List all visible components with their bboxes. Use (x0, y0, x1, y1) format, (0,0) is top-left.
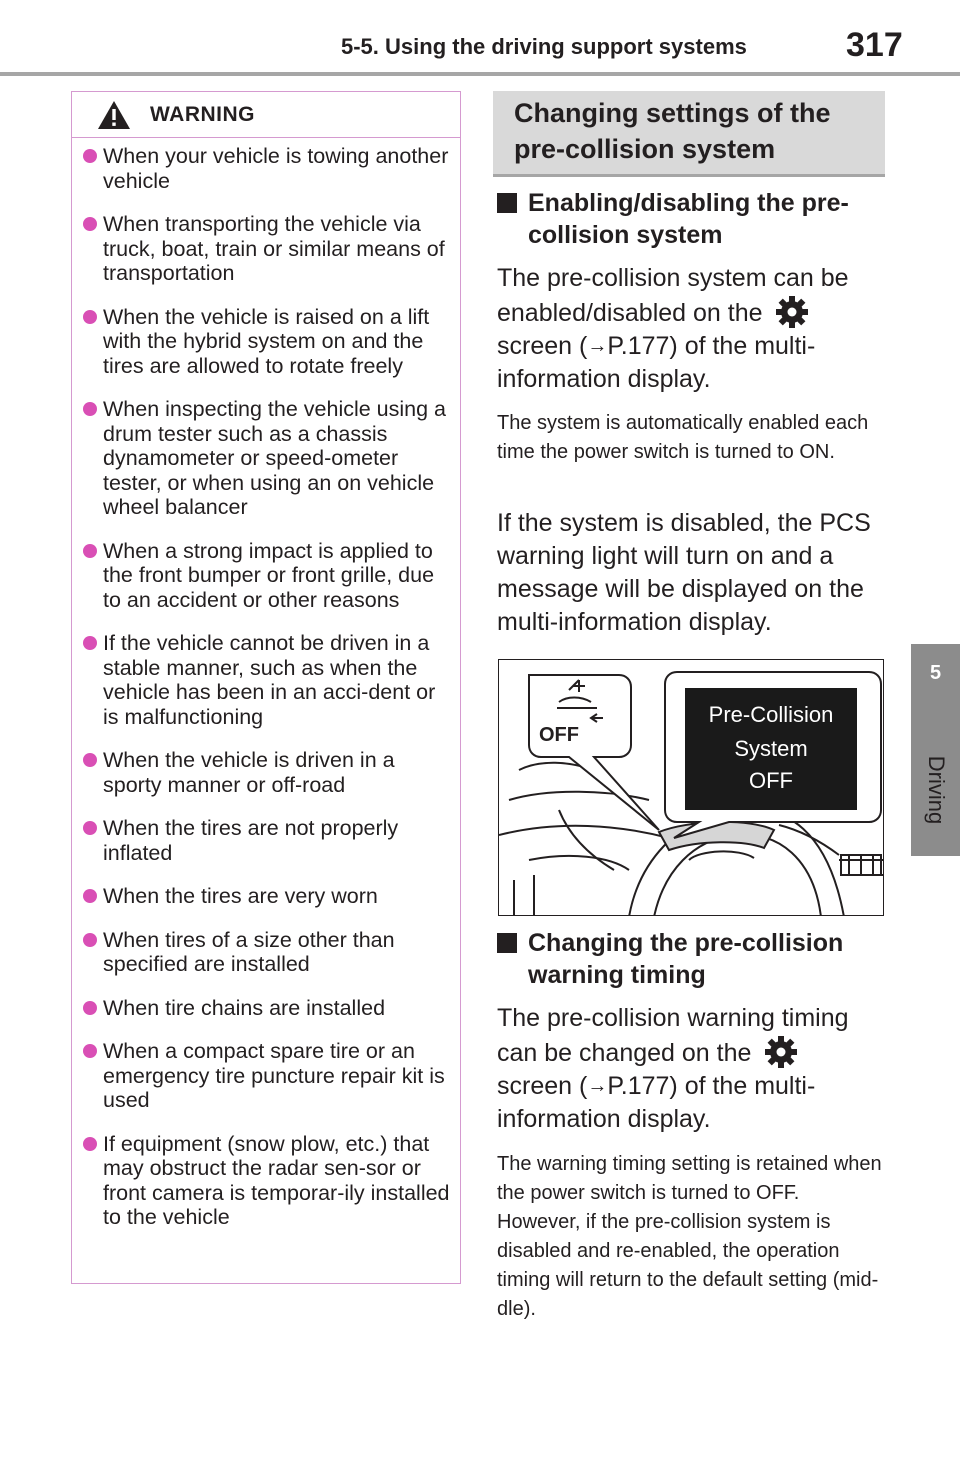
bullet-icon (83, 309, 97, 324)
warning-box: WARNING When your vehicle is towing anot… (71, 91, 461, 1284)
note-warning-timing: The warning timing setting is retained w… (497, 1153, 882, 1320)
bullet-icon (83, 1000, 97, 1015)
square-bullet-icon (497, 193, 517, 213)
warning-list: When your vehicle is towing another vehi… (72, 144, 460, 1249)
warning-header: WARNING (72, 92, 460, 138)
subheading-text: Changing the pre-collision warning timin… (528, 929, 844, 989)
chapter-label-text: Driving (924, 755, 949, 825)
warning-item-text: If the vehicle cannot be driven in a sta… (103, 631, 436, 729)
chapter-label: Driving (916, 745, 956, 835)
gear-icon (765, 1036, 798, 1068)
warning-item: When tire chains are installed (72, 996, 460, 1021)
page-reference: P.177) of the multi-information display. (497, 1072, 816, 1133)
subheading-warning-timing: Changing the pre-collision warning timin… (497, 927, 877, 991)
warning-item-text: If equipment (snow plow, etc.) that may … (103, 1131, 450, 1230)
warning-item: When the vehicle is raised on a lift wit… (72, 305, 460, 379)
warning-item: If equipment (snow plow, etc.) that may … (72, 1132, 460, 1230)
display-line-2: System (734, 736, 808, 761)
warning-item: When a compact spare tire or an emergenc… (72, 1039, 460, 1113)
page-reference: P.177) of the multi-information display. (497, 332, 816, 393)
warning-item-text: When a strong impact is applied to the f… (103, 538, 435, 612)
warning-triangle-icon (98, 101, 130, 129)
bullet-icon (83, 543, 97, 558)
warning-item-text: When tires of a size other than specifie… (103, 927, 395, 977)
chapter-tab: 5 (911, 644, 960, 856)
bullet-icon (83, 1136, 97, 1151)
bullet-icon (83, 753, 97, 767)
paragraph-disabled-state: If the system is disabled, the PCS warni… (497, 509, 871, 636)
warning-item-text: When inspecting the vehicle using a drum… (103, 397, 447, 519)
chapter-number: 5 (929, 662, 942, 684)
display-line-3: OFF (749, 768, 793, 793)
arrow-right-icon: → (587, 1075, 608, 1097)
warning-item: When inspecting the vehicle using a drum… (72, 397, 460, 520)
warning-item: When the tires are not properly inflated (72, 816, 460, 865)
bullet-icon (83, 217, 97, 231)
warning-item-text: When the tires are very worn (103, 884, 378, 908)
paragraph-text: The pre-collision system can be enabled/… (497, 264, 849, 327)
note-enable-disable: The system is automatically enabled each… (497, 412, 869, 463)
warning-title: WARNING (150, 103, 255, 126)
bullet-icon (83, 889, 97, 903)
pcs-off-indicator-label: OFF (539, 724, 579, 746)
header-rule (0, 72, 960, 76)
dashboard-drawing (499, 671, 883, 915)
warning-item-text: When your vehicle is towing another vehi… (103, 144, 449, 193)
warning-item-text: When the vehicle is raised on a lift wit… (103, 304, 430, 378)
warning-item: When the tires are very worn (72, 884, 460, 909)
warning-item-text: When the vehicle is driven in a sporty m… (103, 748, 395, 797)
square-bullet-icon (497, 933, 517, 953)
section-header: Changing settings of the pre-collision s… (493, 91, 885, 177)
warning-item: When a strong impact is applied to the f… (72, 539, 460, 613)
warning-item: When your vehicle is towing another vehi… (72, 144, 460, 193)
warning-item-text: When the tires are not properly inflated (103, 816, 399, 865)
warning-item-text: When tire chains are installed (103, 995, 386, 1020)
running-header: 5-5. Using the driving support systems (341, 34, 747, 59)
bullet-icon (83, 932, 97, 947)
bullet-icon (83, 1044, 97, 1058)
subheading-text: Enabling/disabling the pre-collision sys… (528, 189, 849, 249)
warning-item: When tires of a size other than specifie… (72, 928, 460, 977)
warning-item: If the vehicle cannot be driven in a sta… (72, 631, 460, 729)
bullet-icon (83, 149, 97, 163)
arrow-right-icon: → (587, 335, 608, 357)
display-line-1: Pre-Collision (708, 702, 834, 727)
paragraph-text: screen ( (497, 1072, 588, 1100)
paragraph-warning-timing: The pre-collision warning timing can be … (497, 1002, 882, 1136)
page-number: 317 (846, 26, 903, 64)
gear-icon (776, 296, 809, 328)
paragraph-enable-disable: The pre-collision system can be enabled/… (497, 262, 882, 396)
bullet-icon (83, 636, 97, 650)
subheading-enable-disable: Enabling/disabling the pre-collision sys… (497, 187, 877, 251)
dashboard-illustration: OFF Pre-Collision System OFF (498, 659, 884, 916)
warning-item-text: When transporting the vehicle via truck,… (103, 212, 445, 285)
paragraph-text: screen ( (497, 332, 588, 360)
warning-item: When the vehicle is driven in a sporty m… (72, 748, 460, 797)
warning-item-text: When a compact spare tire or an emergenc… (103, 1039, 445, 1112)
section-title: Changing settings of the pre-collision s… (514, 98, 831, 164)
warning-item: When transporting the vehicle via truck,… (72, 212, 460, 286)
bullet-icon (83, 821, 97, 835)
bullet-icon (83, 402, 97, 416)
paragraph-text: The pre-collision warning timing can be … (497, 1004, 849, 1067)
